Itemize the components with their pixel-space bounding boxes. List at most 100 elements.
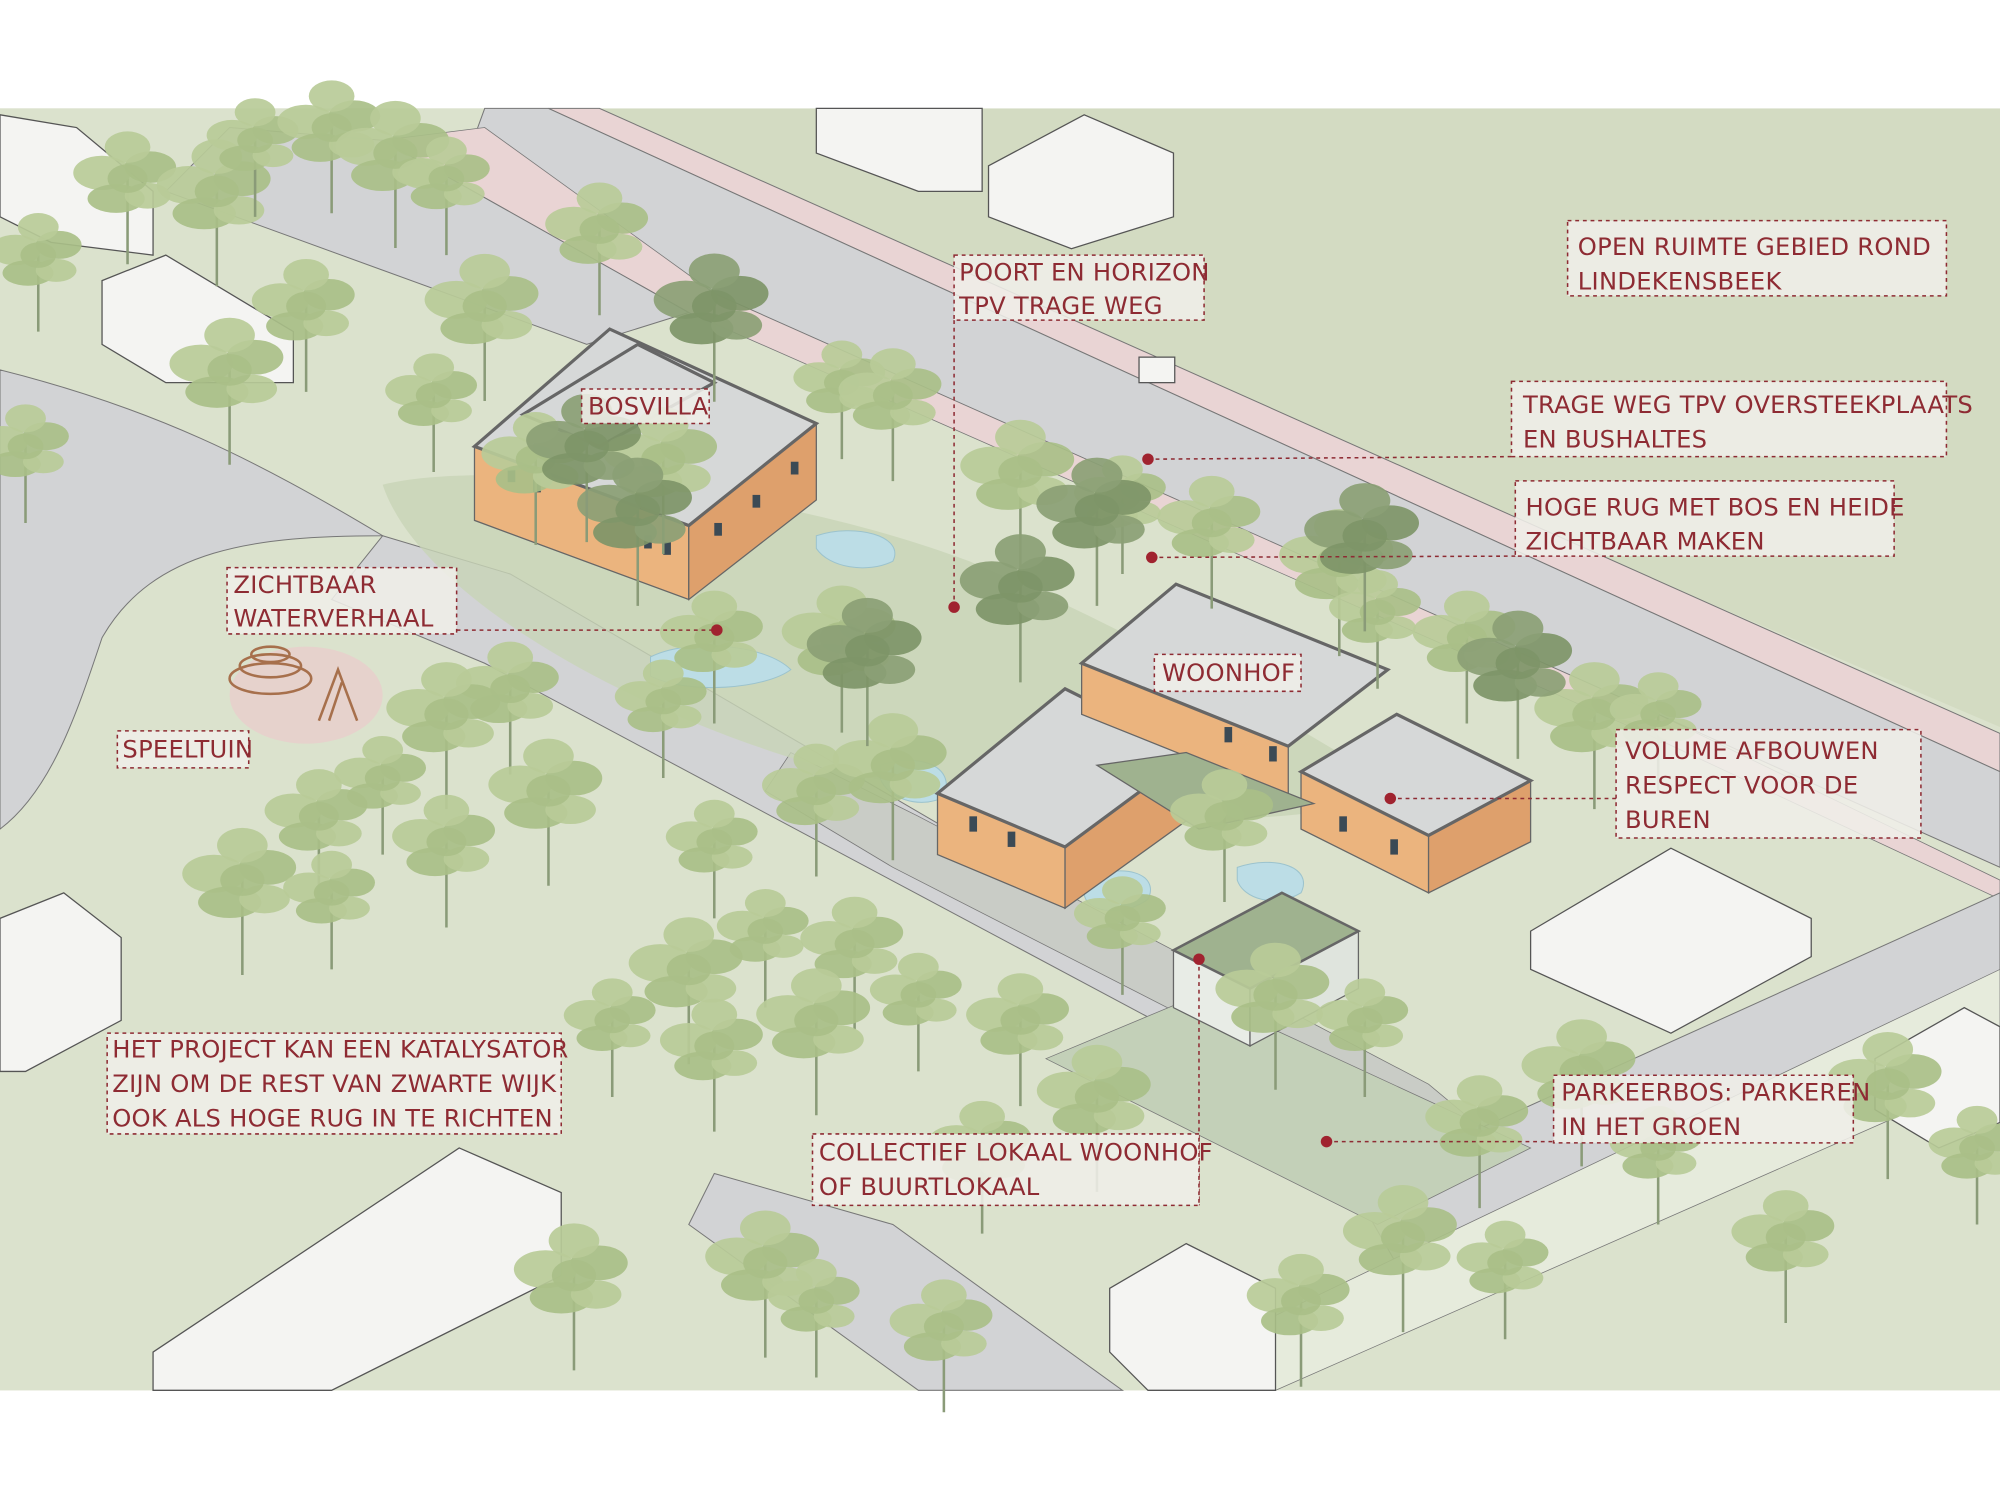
tree bbox=[716, 889, 809, 1008]
marker-hoge-rug bbox=[1146, 551, 1158, 564]
tree bbox=[1036, 457, 1152, 606]
tree bbox=[1304, 483, 1420, 632]
tree bbox=[1246, 1253, 1350, 1387]
label-line: VOLUME AFBOUWEN bbox=[1625, 737, 1879, 765]
playground-equipment bbox=[228, 645, 359, 722]
label-bosvilla: BOSVILLA bbox=[580, 388, 710, 425]
tree bbox=[1329, 570, 1421, 689]
label-open-ruimte: OPEN RUIMTE GEBIED ROND LINDEKENSBEEK bbox=[1566, 219, 1948, 297]
left-road bbox=[0, 369, 385, 830]
label-volume-afbouwen: VOLUME AFBOUWEN RESPECT VOOR DE BUREN bbox=[1615, 728, 1922, 839]
label-collectief-lokaal: COLLECTIEF LOKAAL WOONHOF OF BUURTLOKAAL bbox=[811, 1133, 1213, 1207]
tree bbox=[660, 998, 763, 1132]
label-line: PARKEERBOS: PARKEREN bbox=[1561, 1079, 1870, 1107]
tree bbox=[545, 182, 649, 316]
building-woonhof bbox=[934, 582, 1535, 910]
marker-trage-weg bbox=[1142, 453, 1154, 465]
tree bbox=[1827, 1031, 1942, 1180]
tree bbox=[0, 404, 69, 523]
label-line: SPEELTUIN bbox=[122, 736, 253, 764]
tree bbox=[838, 348, 942, 482]
label-poort-en-horizon: POORT EN HORIZON TPV TRAGE WEG bbox=[953, 254, 1210, 321]
marker-parkeerbos bbox=[1320, 1135, 1333, 1148]
tree bbox=[156, 139, 271, 287]
label-line: IN HET GROEN bbox=[1561, 1113, 1741, 1141]
tree bbox=[1928, 1105, 2000, 1225]
label-line: OOK ALS HOGE RUG IN TE RICHTEN bbox=[112, 1104, 553, 1132]
annotation-leaders bbox=[456, 320, 1617, 1206]
tree bbox=[1157, 475, 1261, 609]
label-trage-weg: TRAGE WEG TPV OVERSTEEKPLAATS EN BUSHALT… bbox=[1510, 380, 1973, 458]
tree bbox=[0, 213, 82, 332]
tree bbox=[628, 917, 743, 1065]
tree bbox=[513, 1223, 628, 1371]
tree bbox=[832, 713, 947, 861]
tree bbox=[614, 659, 707, 779]
label-line: WOONHOF bbox=[1162, 659, 1295, 687]
tree bbox=[1425, 1075, 1529, 1209]
label-line: RESPECT VOOR DE bbox=[1625, 771, 1858, 799]
tree bbox=[660, 590, 763, 724]
tree bbox=[1457, 610, 1573, 759]
tree bbox=[1342, 1185, 1457, 1333]
tree bbox=[424, 253, 539, 402]
tree bbox=[1456, 1220, 1549, 1340]
label-line: WATERVERHAAL bbox=[233, 604, 433, 632]
label-line: TPV TRAGE WEG bbox=[958, 292, 1163, 320]
tree bbox=[563, 978, 656, 1097]
label-line: ZICHTBAAR bbox=[233, 571, 376, 599]
label-katalysator: HET PROJECT KAN EEN KATALYSATOR ZIJN OM … bbox=[106, 1032, 568, 1135]
tree bbox=[756, 968, 871, 1116]
tree bbox=[206, 98, 299, 217]
tree bbox=[767, 1258, 860, 1378]
label-speeltuin: SPEELTUIN bbox=[116, 730, 253, 769]
tree bbox=[869, 952, 962, 1072]
tree bbox=[334, 735, 427, 855]
parking-area bbox=[1044, 994, 1532, 1225]
label-waterverhaal: ZICHTBAAR WATERVERHAAL bbox=[226, 566, 458, 635]
trees bbox=[0, 80, 2000, 1413]
tree bbox=[169, 317, 284, 465]
label-line: COLLECTIEF LOKAAL WOONHOF bbox=[819, 1139, 1213, 1167]
tree bbox=[397, 136, 490, 256]
tree bbox=[653, 253, 769, 402]
tree bbox=[386, 662, 501, 810]
marker-waterverhaal bbox=[711, 624, 723, 636]
tree bbox=[1731, 1190, 1835, 1323]
marker-volume bbox=[1384, 792, 1397, 805]
tree bbox=[960, 419, 1075, 567]
tree bbox=[800, 896, 904, 1030]
label-line: POORT EN HORIZON bbox=[959, 259, 1210, 287]
tree bbox=[264, 769, 368, 903]
label-line: LINDEKENSBEEK bbox=[1578, 268, 1783, 296]
tree bbox=[182, 827, 297, 976]
tree bbox=[1170, 769, 1274, 903]
tree bbox=[665, 799, 758, 919]
label-line: EN BUSHALTES bbox=[1523, 426, 1707, 454]
tree bbox=[966, 973, 1069, 1107]
label-line: OPEN RUIMTE GEBIED ROND bbox=[1578, 233, 1931, 261]
label-hoge-rug: HOGE RUG MET BOS EN HEIDE ZICHTBAAR MAKE… bbox=[1514, 480, 1905, 557]
tree bbox=[385, 353, 478, 472]
tree bbox=[1073, 876, 1166, 995]
tree bbox=[526, 393, 641, 543]
tree bbox=[806, 597, 922, 747]
label-line: ZIJN OM DE REST VAN ZWARTE WIJK bbox=[112, 1070, 557, 1098]
tree bbox=[73, 131, 177, 265]
tree bbox=[1215, 942, 1330, 1090]
label-parkeerbos: PARKEERBOS: PARKEREN IN HET GROEN bbox=[1552, 1074, 1870, 1144]
label-line: TRAGE WEG TPV OVERSTEEKPLAATS bbox=[1522, 391, 1973, 419]
label-line: OF BUURTLOKAAL bbox=[819, 1173, 1040, 1201]
tree bbox=[1036, 1044, 1151, 1192]
tree bbox=[392, 794, 496, 928]
label-line: HOGE RUG MET BOS EN HEIDE bbox=[1526, 493, 1905, 521]
tree bbox=[283, 850, 375, 970]
marker-collectief bbox=[1193, 953, 1205, 965]
tree bbox=[488, 738, 603, 886]
tree bbox=[1316, 978, 1409, 1097]
tree bbox=[251, 258, 355, 392]
marker-poort bbox=[948, 601, 960, 613]
tree bbox=[577, 457, 692, 606]
label-woonhof: WOONHOF bbox=[1153, 653, 1302, 693]
